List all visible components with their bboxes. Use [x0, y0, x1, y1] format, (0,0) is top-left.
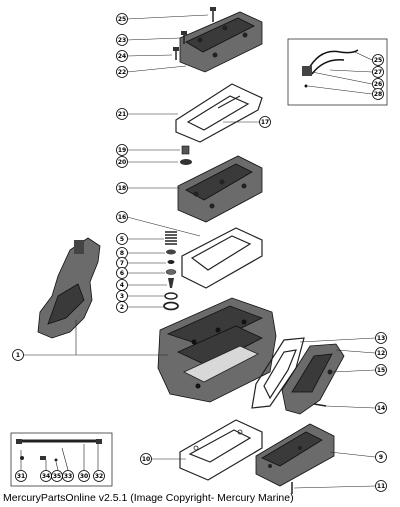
svg-text:8: 8 [120, 250, 124, 257]
callout-26: 26 [372, 78, 384, 90]
seat-6 [165, 269, 177, 275]
callout-34: 34 [40, 470, 52, 482]
svg-text:31: 31 [17, 473, 25, 480]
bolt-23 [181, 31, 187, 44]
callout-18: 18 [116, 182, 128, 194]
callout-3: 3 [116, 290, 128, 302]
svg-text:23: 23 [118, 37, 126, 44]
svg-text:35: 35 [53, 473, 61, 480]
svg-text:5: 5 [120, 236, 124, 243]
callout-27: 27 [372, 66, 384, 78]
cover-9 [255, 423, 335, 487]
svg-text:27: 27 [374, 69, 382, 76]
callout-30: 30 [78, 470, 90, 482]
callout-28: 28 [372, 88, 384, 100]
bolt-24 [173, 47, 179, 60]
callout-33: 33 [62, 470, 74, 482]
screw-14 [313, 403, 327, 407]
ring-2 [163, 301, 179, 311]
svg-text:32: 32 [95, 473, 103, 480]
callout-16: 16 [116, 211, 128, 223]
callout-32: 32 [93, 470, 105, 482]
inset-sensor-kit [287, 38, 388, 106]
left-housing [37, 237, 101, 339]
callout-11: 11 [375, 480, 387, 492]
svg-text:2: 2 [120, 304, 124, 311]
svg-text:28: 28 [374, 91, 382, 98]
part-15 [327, 369, 333, 375]
svg-text:21: 21 [118, 111, 126, 118]
svg-text:25: 25 [118, 16, 126, 23]
svg-text:7: 7 [120, 260, 124, 267]
callout-4: 4 [116, 279, 128, 291]
callout-23: 23 [116, 34, 128, 46]
callout-24: 24 [116, 50, 128, 62]
callout-14: 14 [375, 402, 387, 414]
callout-20: 20 [116, 156, 128, 168]
callout-markers: 25 23 24 22 21 17 19 20 18 16 5 8 7 6 4 … [12, 13, 387, 492]
leader-lines [20, 14, 376, 489]
svg-text:18: 18 [118, 185, 126, 192]
callout-25: 25 [116, 13, 128, 25]
svg-text:6: 6 [120, 270, 124, 277]
copyright-caption: MercuryPartsOnline v2.5.1 (Image Copyrig… [3, 492, 294, 504]
cover-plate-top [179, 11, 263, 73]
svg-text:15: 15 [377, 367, 385, 374]
svg-text:25: 25 [374, 57, 382, 64]
gasket-21 [175, 83, 263, 143]
callout-10: 10 [140, 453, 152, 465]
gasket-16 [181, 227, 263, 289]
retainer-8 [166, 249, 176, 255]
spring-5 [165, 231, 177, 245]
svg-text:13: 13 [377, 335, 385, 342]
callout-9: 9 [375, 451, 387, 463]
callout-15: 15 [375, 364, 387, 376]
svg-text:4: 4 [120, 282, 124, 289]
seal-20 [180, 159, 192, 165]
oring-3 [164, 292, 178, 300]
svg-text:22: 22 [118, 69, 126, 76]
callout-22: 22 [116, 66, 128, 78]
svg-text:1: 1 [16, 352, 20, 359]
svg-text:11: 11 [377, 483, 385, 490]
callout-31: 31 [15, 470, 27, 482]
svg-text:26: 26 [374, 81, 382, 88]
callout-2: 2 [116, 301, 128, 313]
svg-text:33: 33 [64, 473, 72, 480]
svg-text:9: 9 [379, 454, 383, 461]
callout-25-inset: 25 [372, 54, 384, 66]
main-block [157, 297, 277, 403]
callout-8: 8 [116, 247, 128, 259]
gasket-10 [179, 419, 263, 481]
svg-text:16: 16 [118, 214, 126, 221]
valve-4 [168, 278, 174, 288]
svg-text:19: 19 [118, 147, 126, 154]
callout-19: 19 [116, 144, 128, 156]
bolt-25 [210, 7, 216, 22]
callout-13: 13 [375, 332, 387, 344]
callout-17: 17 [259, 116, 271, 128]
svg-text:10: 10 [142, 456, 150, 463]
callout-21: 21 [116, 108, 128, 120]
callout-5: 5 [116, 233, 128, 245]
svg-text:30: 30 [80, 473, 88, 480]
callout-7: 7 [116, 257, 128, 269]
plate-12 [281, 343, 345, 415]
svg-text:3: 3 [120, 293, 124, 300]
callout-1: 1 [12, 349, 24, 361]
washer-7 [167, 260, 175, 264]
callout-12: 12 [375, 347, 387, 359]
svg-text:20: 20 [118, 159, 126, 166]
svg-text:12: 12 [377, 350, 385, 357]
svg-text:24: 24 [118, 53, 126, 60]
callout-35: 35 [51, 470, 63, 482]
svg-text:14: 14 [377, 405, 385, 412]
plug-19 [181, 145, 190, 155]
svg-text:34: 34 [42, 473, 50, 480]
svg-text:17: 17 [261, 119, 269, 126]
cover-18 [177, 155, 263, 223]
callout-6: 6 [116, 267, 128, 279]
